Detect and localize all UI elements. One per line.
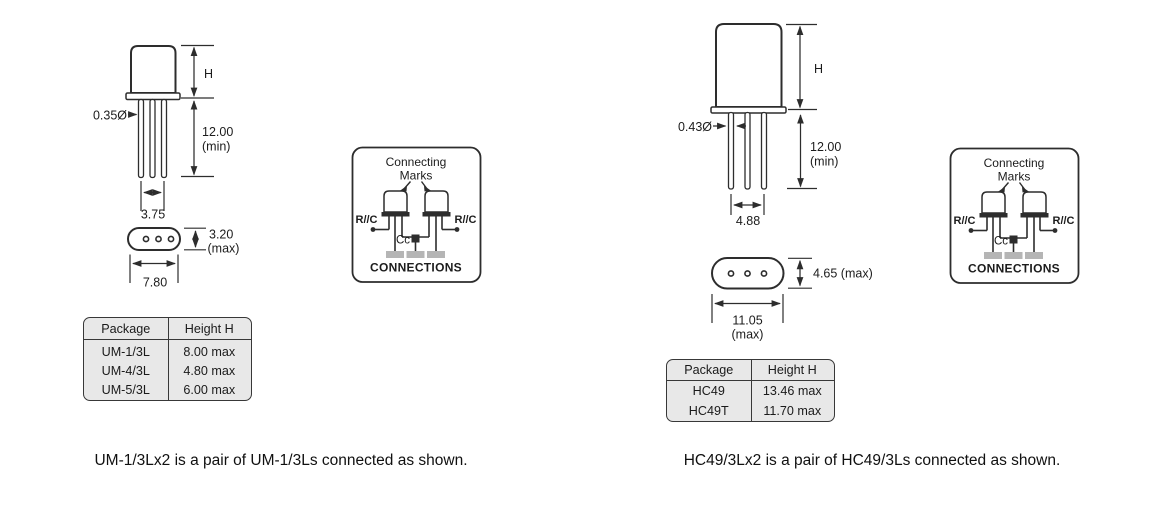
hc49-lead-length-dimension: 12.00 (min) [787,114,841,190]
table-row: HC49T 11.70 max [667,401,834,421]
um-lead-length-dimension: 12.00 (min) [181,100,233,178]
um-lead-diameter-dimension: 0.35Ø [93,109,138,123]
package-name: HC49T [688,403,729,418]
hc49-lead-spacing-dimension: 4.88 [730,194,765,228]
left-terminal-label: R//C [954,215,976,227]
hc49-base-bottom-view [711,257,785,290]
cc-capacitor-symbol [411,234,420,243]
left-terminal-label: R//C [356,214,378,226]
hc49-height-dimension: H [786,23,823,111]
um-lead-length-label-line1: 12.00 [202,125,233,139]
hc49-package-drawing: H 0.43Ø 12.00 (min) 4.88 [678,23,873,342]
package-height: 11.70 max [763,403,822,418]
hc49-base-width-label-line2: (max) [732,328,764,342]
um-figure-caption: UM-1/3Lx2 is a pair of UM-1/3Ls connecte… [94,452,468,469]
hc49-lead-length-label-line2: (min) [810,155,838,169]
hc49-package-table: Package Height H HC49 13.46 max HC49T 11… [666,359,835,422]
connecting-marks-note: Connecting Marks [386,155,447,192]
connecting-marks-line2: Marks [400,169,433,183]
package-height: 6.00 max [183,382,236,397]
right-terminal-dot [454,227,460,232]
hc49-base-width-dimension: 11.05 (max) [711,294,784,342]
cc-capacitor-label: Cc [994,236,1008,248]
connecting-marks-line1: Connecting [386,155,447,169]
um-lead-spacing-dimension: 3.75 [140,181,165,222]
left-terminal-dot [370,227,376,232]
um-base-height-label-line1: 3.20 [209,228,233,242]
um-height-label: H [204,67,213,81]
table-row: UM-4/3L 4.80 max [84,361,251,380]
right-terminal-label: R//C [455,214,477,226]
header-package: Package [101,321,151,336]
hc49-lead-diameter-dimension: 0.43Ø [678,120,746,134]
hc49-lead-diameter-label: 0.43Ø [678,120,712,134]
right-terminal-dot [1052,228,1058,233]
um-can-side-view [125,45,181,179]
um-base-width-dimension: 7.80 [129,254,179,290]
package-name: UM-4/3L [101,363,150,378]
paired-crystals-schematic [968,191,1058,259]
header-package: Package [684,362,734,377]
package-height: 13.46 max [762,384,822,399]
connecting-marks-note: Connecting Marks [984,156,1045,193]
hc49-base-height-dimension: 4.65 (max) [788,257,873,289]
header-height: Height H [767,362,817,377]
hc49-base-height-label: 4.65 (max) [813,267,873,281]
table-column-divider [750,360,752,421]
cc-capacitor-symbol [1009,235,1018,244]
um-lead-length-label-line2: (min) [202,140,230,154]
connections-diagram-left: Connecting Marks [351,146,482,283]
table-column-divider [167,318,169,400]
um-base-height-label-line2: (max) [208,242,240,256]
um-base-width-label: 7.80 [143,276,167,290]
um-height-dimension: H [181,44,214,99]
package-height: 4.80 max [183,363,236,378]
um-package-table: Package Height H UM-1/3L 8.00 max UM-4/3… [83,317,252,401]
hc49-base-width-label-line1: 11.05 [732,314,762,328]
table-row: UM-1/3L 8.00 max [84,342,251,361]
hc49-height-label: H [814,62,823,76]
table-row: HC49 13.46 max [667,382,834,402]
package-height: 8.00 max [183,344,236,359]
um-base-height-dimension: 3.20 (max) [184,228,239,256]
cc-capacitor-label: Cc [396,235,410,247]
connections-diagram-right: Connecting Marks [949,147,1080,284]
connecting-marks-line2: Marks [998,170,1031,184]
connecting-marks-line1: Connecting [984,156,1045,170]
um-base-bottom-view [127,227,181,251]
paired-crystals-schematic [370,190,460,258]
right-terminal-label: R//C [1053,215,1075,227]
package-name: HC49 [692,384,725,399]
um-lead-diameter-label: 0.35Ø [93,109,127,123]
hc49-lead-spacing-label: 4.88 [736,214,760,228]
um-lead-spacing-label: 3.75 [141,208,165,222]
connections-title: CONNECTIONS [968,262,1060,276]
package-name: UM-1/3L [101,344,150,359]
table-row: UM-5/3L 6.00 max [84,380,251,399]
hc49-figure-caption: HC49/3Lx2 is a pair of HC49/3Ls connecte… [683,452,1061,469]
um-package-drawing: H 0.35Ø 12.00 (min) 3.75 [93,44,239,290]
left-terminal-dot [968,228,974,233]
package-name: UM-5/3L [101,382,150,397]
header-height: Height H [184,321,234,336]
hc49-can-side-view [710,23,787,190]
hc49-lead-length-label-line1: 12.00 [810,140,841,154]
connections-title: CONNECTIONS [370,261,462,275]
